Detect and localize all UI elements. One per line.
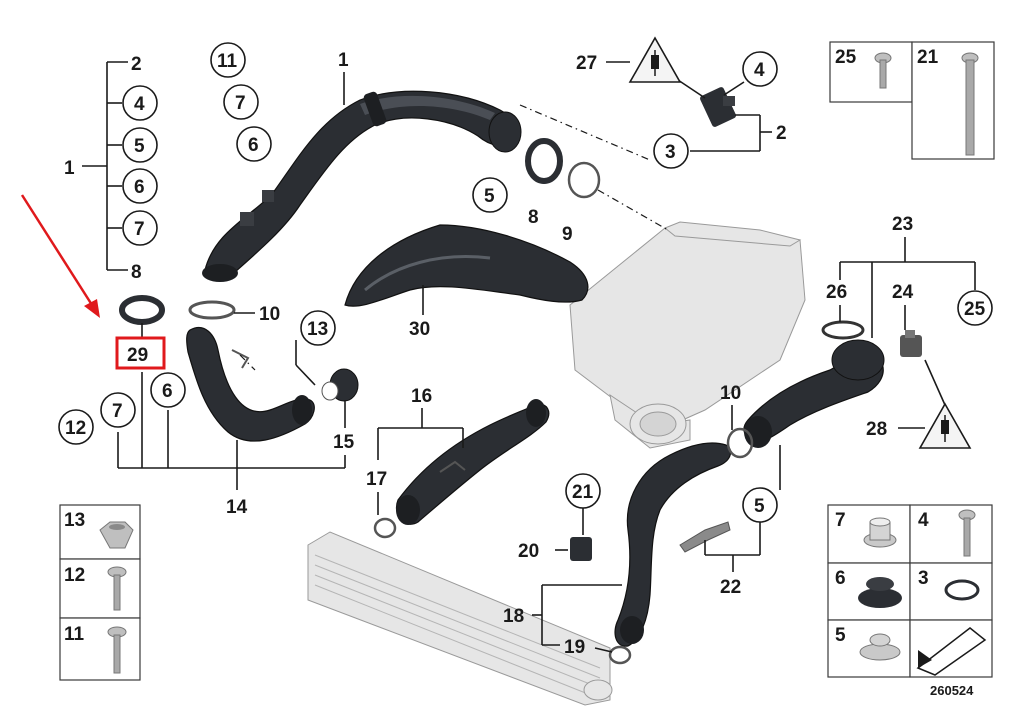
callout-1-left: 1: [64, 158, 75, 179]
box-label-12: 12: [64, 565, 85, 586]
intercooler: [307, 531, 613, 706]
ring-29: [119, 295, 165, 325]
warning-triangle-icon: [628, 36, 682, 83]
callout-4-top: 4: [754, 60, 765, 81]
grommet-icon: [863, 517, 897, 548]
hose-14: [186, 327, 315, 442]
callout-29: 29: [127, 345, 148, 366]
callout-1-top: 1: [338, 50, 349, 71]
callout-7-top: 7: [235, 93, 246, 114]
callout-6-top: 6: [248, 135, 259, 156]
screw-icon: [958, 509, 976, 557]
callout-13: 13: [307, 319, 328, 340]
callout-18: 18: [503, 606, 524, 627]
callout-23: 23: [892, 214, 913, 235]
callout-26: 26: [826, 282, 847, 303]
callout-5-left: 5: [134, 136, 145, 157]
callout-10-right: 10: [720, 383, 741, 404]
o-ring-17: [373, 517, 397, 539]
dashed-leaders: [239, 104, 669, 371]
callout-21: 21: [572, 482, 594, 503]
callout-24: 24: [892, 282, 914, 303]
callout-16: 16: [411, 386, 432, 407]
hose-18: [614, 442, 732, 647]
bolt-icon: [107, 626, 127, 674]
red-arrow: [20, 194, 100, 318]
diagram-number: 260524: [930, 683, 974, 698]
rubber-mount-icon: [858, 577, 902, 608]
callout-7-bottom: 7: [112, 401, 123, 422]
callout-22: 22: [720, 577, 741, 598]
shroud-30: [344, 224, 589, 307]
bracket-22: [679, 521, 731, 553]
callout-6-left: 6: [134, 177, 145, 198]
gasket-10: [188, 300, 236, 320]
box-label-11: 11: [64, 624, 85, 645]
parts-box-bottom-right: 7 4 6 3 5: [827, 504, 993, 678]
callout-27: 27: [576, 53, 597, 74]
callout-9: 9: [562, 224, 573, 245]
callout-6-hose: 6: [162, 381, 173, 402]
box-label-13: 13: [64, 510, 85, 531]
callout-11-top: 11: [217, 51, 238, 72]
callout-2-right: 2: [776, 123, 787, 144]
callout-19: 19: [564, 637, 585, 658]
box-label-5: 5: [835, 625, 846, 646]
callout-20: 20: [518, 541, 539, 562]
callout-4-left: 4: [134, 94, 145, 115]
callout-5-right: 5: [754, 496, 765, 517]
callout-8-left: 8: [131, 262, 142, 283]
callout-12-left: 12: [65, 418, 86, 439]
hose-16: [396, 399, 550, 525]
cap-15: [321, 368, 359, 402]
o-ring-19: [608, 645, 632, 665]
seal-26: [821, 320, 865, 340]
sensor-24: [900, 330, 922, 357]
air-filter-housing: [569, 221, 806, 449]
seal-8: [525, 138, 563, 184]
callout-5-mid: 5: [484, 186, 495, 207]
clamp-10: [726, 427, 754, 459]
callout-7-left: 7: [134, 219, 145, 240]
callout-17: 17: [366, 469, 387, 490]
intake-pipe-1-end: [488, 111, 522, 153]
callout-15: 15: [333, 432, 355, 453]
callout-14: 14: [226, 497, 248, 518]
clamp-9: [567, 161, 601, 199]
sensor-4: [700, 87, 736, 127]
bolt-icon: [107, 566, 127, 611]
box-label-3: 3: [918, 568, 929, 589]
washer-mount-icon: [859, 633, 901, 661]
parts-box-left: 13 12 11: [59, 504, 141, 681]
box-label-7: 7: [835, 510, 846, 531]
callout-2-left: 2: [131, 54, 142, 75]
box-label-21: 21: [917, 47, 939, 68]
warning-triangle-icon: [918, 402, 972, 449]
box-label-6: 6: [835, 568, 846, 589]
box-label-25: 25: [835, 47, 857, 68]
parts-box-top-right: 25 21: [829, 41, 995, 160]
direction-arrow-icon: [916, 627, 987, 676]
callout-10-left: 10: [259, 304, 280, 325]
callout-30: 30: [409, 319, 430, 340]
callout-8-mid: 8: [528, 207, 539, 228]
screw-icon: [874, 52, 892, 89]
bolt-icon: [961, 52, 979, 156]
callout-25: 25: [964, 299, 986, 320]
callout-28: 28: [866, 419, 887, 440]
highlight-box-29: [115, 336, 166, 370]
leader-lines: [82, 61, 976, 653]
box-label-4: 4: [918, 510, 929, 531]
o-ring-icon: [944, 579, 980, 601]
part-20: [570, 537, 592, 561]
nut-icon: [99, 521, 134, 549]
hose-23: [743, 339, 885, 448]
callout-3: 3: [665, 142, 676, 163]
callouts: 2 4 5 6 7 8 1 11 7 6 1 5 8 9 27 4 3 2 10…: [58, 42, 993, 658]
